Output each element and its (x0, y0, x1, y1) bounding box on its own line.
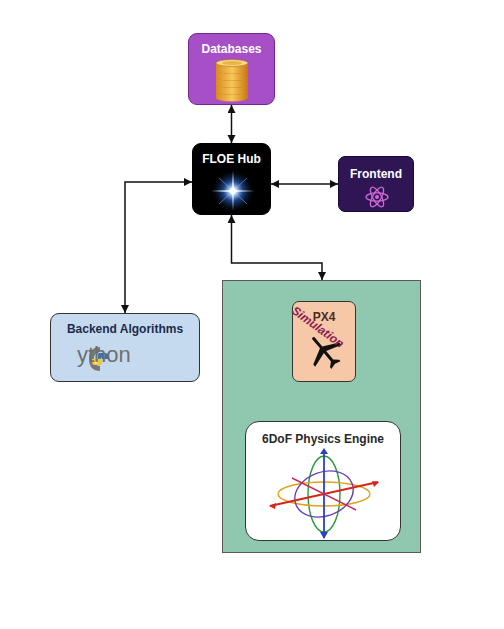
connector-arrow (231, 105, 233, 143)
node-title: Databases (189, 42, 274, 56)
connector-arrow (125, 182, 192, 313)
node-icon (203, 168, 263, 218)
node-icon (212, 57, 252, 107)
connector-arrow (271, 183, 338, 185)
database-box: Databases (188, 33, 275, 105)
node-title: FLOE Hub (193, 152, 270, 166)
physics-engine-box: 6DoF Physics Engine (245, 421, 401, 541)
node-title: Backend Algorithms (51, 322, 199, 336)
node-title: Frontend (339, 167, 413, 181)
frontend-box: Frontend (338, 156, 414, 212)
node-icon (264, 448, 384, 544)
backend-box: Backend Algorithms ython (50, 313, 200, 382)
hub-box: FLOE Hub (192, 143, 271, 215)
node-icon (364, 185, 390, 213)
node-title: 6DoF Physics Engine (246, 432, 400, 446)
connector-arrow (232, 215, 323, 280)
px4-box: PX4 (292, 301, 356, 382)
logo-text: ython (77, 342, 131, 368)
simulation-region: SimulationPX46DoF Physics Engine (222, 280, 421, 553)
node-title: PX4 (293, 310, 355, 324)
